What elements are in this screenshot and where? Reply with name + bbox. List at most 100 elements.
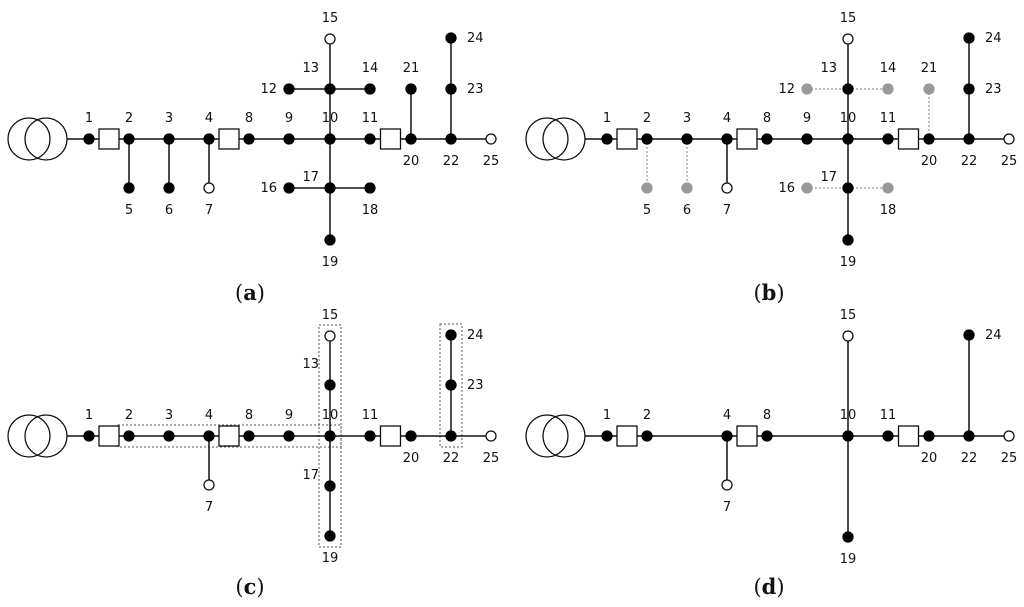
node-label-11: 11 xyxy=(880,111,897,126)
node-24 xyxy=(963,32,975,44)
node-label-19: 19 xyxy=(322,551,339,566)
node-13 xyxy=(842,83,854,95)
switch-11-20-icon xyxy=(379,425,402,447)
node-label-18: 18 xyxy=(362,203,379,218)
panel-caption: (c) xyxy=(235,574,264,599)
node-label-2: 2 xyxy=(643,111,651,126)
node-label-24: 24 xyxy=(985,328,1002,343)
node-label-13: 13 xyxy=(302,61,319,76)
node-1 xyxy=(83,133,95,145)
switch-4-8-icon xyxy=(736,128,758,150)
node-3 xyxy=(163,133,175,145)
node-label-25: 25 xyxy=(483,154,500,169)
node-label-11: 11 xyxy=(362,111,379,126)
node-10 xyxy=(324,133,336,145)
node-7 xyxy=(203,479,215,491)
node-label-7: 7 xyxy=(205,203,213,218)
caption-close: ) xyxy=(776,575,784,599)
node-label-3: 3 xyxy=(683,111,691,126)
node-24 xyxy=(963,329,975,341)
caption-close: ) xyxy=(257,281,265,305)
node-12 xyxy=(801,83,813,95)
node-25 xyxy=(485,430,497,442)
node-16 xyxy=(283,182,295,194)
node-21 xyxy=(923,83,935,95)
node-label-13: 13 xyxy=(302,357,319,372)
node-7 xyxy=(721,182,733,194)
node-label-17: 17 xyxy=(820,170,837,185)
transformer-icon xyxy=(7,414,68,458)
node-label-20: 20 xyxy=(403,451,420,466)
node-label-8: 8 xyxy=(245,111,253,126)
node-label-24: 24 xyxy=(467,31,484,46)
panel-caption: (b) xyxy=(753,280,784,305)
node-15 xyxy=(324,33,336,45)
node-25 xyxy=(1003,430,1015,442)
node-label-25: 25 xyxy=(483,451,500,466)
node-label-10: 10 xyxy=(840,111,857,126)
node-label-1: 1 xyxy=(85,111,93,126)
node-label-25: 25 xyxy=(1001,451,1018,466)
node-label-8: 8 xyxy=(763,408,771,423)
node-label-15: 15 xyxy=(840,308,857,323)
node-label-22: 22 xyxy=(443,154,460,169)
node-label-16: 16 xyxy=(260,181,277,196)
node-label-20: 20 xyxy=(403,154,420,169)
caption-letter: b xyxy=(762,280,777,305)
node-label-2: 2 xyxy=(643,408,651,423)
node-9 xyxy=(283,133,295,145)
caption-open: ( xyxy=(235,281,243,305)
node-label-22: 22 xyxy=(961,154,978,169)
node-10 xyxy=(842,430,854,442)
node-label-20: 20 xyxy=(921,154,938,169)
node-24 xyxy=(445,32,457,44)
node-2 xyxy=(123,133,135,145)
node-7 xyxy=(721,479,733,491)
node-17 xyxy=(324,480,336,492)
node-13 xyxy=(324,83,336,95)
node-label-9: 9 xyxy=(285,408,293,423)
node-19 xyxy=(324,530,336,542)
node-label-14: 14 xyxy=(362,61,379,76)
node-21 xyxy=(405,83,417,95)
node-19 xyxy=(842,531,854,543)
node-20 xyxy=(405,430,417,442)
switch-1-2-icon xyxy=(98,425,120,447)
switch-11-20-icon xyxy=(379,128,402,150)
node-label-21: 21 xyxy=(921,61,938,76)
node-3 xyxy=(681,133,693,145)
node-19 xyxy=(324,234,336,246)
node-11 xyxy=(364,430,376,442)
node-label-15: 15 xyxy=(840,11,857,26)
node-label-20: 20 xyxy=(921,451,938,466)
node-9 xyxy=(283,430,295,442)
node-10 xyxy=(842,133,854,145)
node-label-17: 17 xyxy=(302,468,319,483)
node-label-23: 23 xyxy=(467,82,484,97)
node-label-13: 13 xyxy=(820,61,837,76)
node-label-15: 15 xyxy=(322,308,339,323)
node-label-14: 14 xyxy=(880,61,897,76)
caption-open: ( xyxy=(753,575,761,599)
node-label-24: 24 xyxy=(985,31,1002,46)
caption-letter: d xyxy=(762,574,777,599)
node-label-19: 19 xyxy=(840,255,857,270)
node-label-15: 15 xyxy=(322,11,339,26)
switch-1-2-icon xyxy=(616,128,638,150)
node-label-11: 11 xyxy=(362,408,379,423)
node-25 xyxy=(485,133,497,145)
node-4 xyxy=(203,133,215,145)
node-1 xyxy=(601,133,613,145)
node-label-16: 16 xyxy=(778,181,795,196)
node-8 xyxy=(761,133,773,145)
node-2 xyxy=(641,133,653,145)
node-label-10: 10 xyxy=(322,408,339,423)
node-11 xyxy=(882,133,894,145)
node-1 xyxy=(83,430,95,442)
transformer-icon xyxy=(7,117,68,161)
node-label-23: 23 xyxy=(985,82,1002,97)
node-label-10: 10 xyxy=(322,111,339,126)
node-label-3: 3 xyxy=(165,408,173,423)
